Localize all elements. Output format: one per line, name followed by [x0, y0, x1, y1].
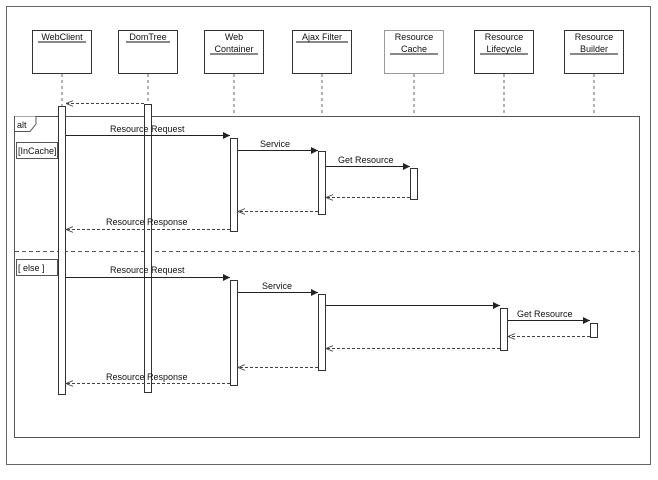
lifeline-resourcebuilder-label-line1: Resource: [575, 32, 614, 42]
activation-resourcelifecycle-2: [500, 308, 508, 351]
guard-incache: [InCache]: [18, 146, 57, 156]
lifeline-ajaxfilter-label: Ajax Filter: [302, 32, 342, 42]
lifeline-resourcecache-label-line2: Cache: [401, 44, 427, 54]
lifeline-domtree-label: DomTree: [129, 32, 166, 42]
alt-operator-tab: [14, 116, 37, 132]
lifeline-resourcebuilder: Resource Builder: [564, 30, 624, 74]
lifeline-ajaxfilter: Ajax Filter: [292, 30, 352, 74]
msg-get-resource-2-label: Get Resource: [517, 309, 573, 319]
lifeline-resourcecache: Resource Cache: [384, 30, 444, 74]
guard-else-box: [16, 259, 58, 276]
lifeline-webclient: WebClient: [32, 30, 92, 74]
lifeline-resourcelifecycle-label-line1: Resource: [485, 32, 524, 42]
msg-service-2-label: Service: [262, 281, 292, 291]
lifeline-webcontainer-label-line1: Web: [225, 32, 243, 42]
msg-get-resource-1-label: Get Resource: [338, 155, 394, 165]
activation-ajaxfilter-2: [318, 294, 326, 371]
activation-webcontainer-2: [230, 280, 238, 386]
activation-resourcecache-1: [410, 168, 418, 200]
lifeline-webclient-label: WebClient: [41, 32, 83, 42]
lifeline-resourcebuilder-label-line2: Builder: [580, 44, 608, 54]
lifeline-domtree: DomTree: [118, 30, 178, 74]
activation-webclient: [58, 106, 66, 395]
msg-resource-response-1-label: Resource Response: [106, 217, 188, 227]
lifeline-resourcecache-label-line1: Resource: [395, 32, 434, 42]
guard-else: [ else ]: [18, 263, 45, 273]
msg-resource-request-2-label: Resource Request: [110, 265, 185, 275]
activation-ajaxfilter-1: [318, 151, 326, 215]
activation-resourcebuilder-2: [590, 323, 598, 338]
guard-incache-box: [16, 142, 58, 159]
lifeline-webcontainer-label-line2: Container: [214, 44, 253, 54]
msg-service-1-label: Service: [260, 139, 290, 149]
alt-operator-label: alt: [17, 120, 27, 130]
activation-domtree: [144, 104, 152, 393]
lifeline-webcontainer: Web Container: [204, 30, 264, 74]
msg-resource-response-2-label: Resource Response: [106, 372, 188, 382]
lifeline-resourcelifecycle-label-line2: Lifecycle: [486, 44, 521, 54]
activation-webcontainer-1: [230, 138, 238, 232]
lifeline-resourcelifecycle: Resource Lifecycle: [474, 30, 534, 74]
msg-resource-request-1-label: Resource Request: [110, 124, 185, 134]
